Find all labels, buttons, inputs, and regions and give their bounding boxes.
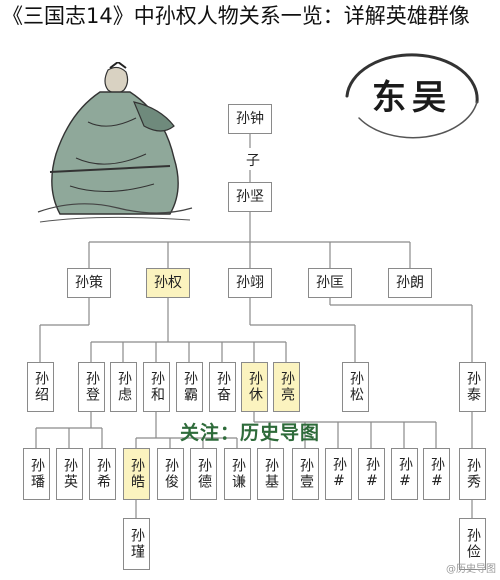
person-sun-zhong: 孙钟: [228, 104, 272, 134]
person-sun-yi2: 孙壹: [292, 448, 319, 500]
person-sun-xiu: 孙休: [241, 362, 268, 412]
person-sun-hao: 孙皓: [123, 448, 150, 500]
person-sun-jian: 孙坚: [228, 182, 272, 212]
person-sun-he: 孙和: [143, 362, 170, 412]
person-sun-jin: 孙瑾: [123, 518, 150, 570]
person-sun-unknown-4: 孙#: [423, 448, 450, 500]
watermark-follow: 关注：历史导图: [180, 422, 321, 444]
relation-label: 子: [246, 153, 260, 169]
person-sun-yi: 孙翊: [228, 268, 272, 298]
seal-text: 东吴: [372, 78, 452, 118]
credit-text: @历史导图: [446, 564, 496, 575]
figure-illustration: [37, 62, 193, 223]
person-sun-deng: 孙登: [78, 362, 105, 412]
person-sun-xi: 孙希: [89, 448, 116, 500]
person-sun-ce: 孙策: [67, 268, 111, 298]
person-sun-shao: 孙绍: [27, 362, 54, 412]
person-sun-xiu-2: 孙秀: [459, 448, 486, 500]
person-sun-lang: 孙朗: [388, 268, 432, 298]
person-sun-tai: 孙泰: [459, 362, 486, 412]
person-sun-de: 孙德: [190, 448, 217, 500]
person-sun-lv: 孙虑: [110, 362, 137, 412]
person-sun-liang: 孙亮: [273, 362, 300, 412]
person-sun-unknown-3: 孙#: [391, 448, 418, 500]
person-sun-fen: 孙奋: [209, 362, 236, 412]
person-sun-ji: 孙基: [257, 448, 284, 500]
person-sun-ying: 孙英: [56, 448, 83, 500]
person-sun-fan: 孙璠: [23, 448, 50, 500]
person-sun-song: 孙松: [342, 362, 369, 412]
person-sun-ba: 孙霸: [176, 362, 203, 412]
person-sun-jian-2: 孙俭: [459, 518, 486, 570]
person-sun-unknown-1: 孙#: [325, 448, 352, 500]
person-sun-quan: 孙权: [146, 268, 190, 298]
person-sun-jun: 孙俊: [157, 448, 184, 500]
dong-wu-seal: 东吴: [327, 46, 497, 146]
person-sun-kuang: 孙匡: [308, 268, 352, 298]
person-sun-qian: 孙谦: [224, 448, 251, 500]
person-sun-unknown-2: 孙#: [358, 448, 385, 500]
page-title: 《三国志14》中孙权人物关系一览：详解英雄群像: [2, 4, 470, 28]
